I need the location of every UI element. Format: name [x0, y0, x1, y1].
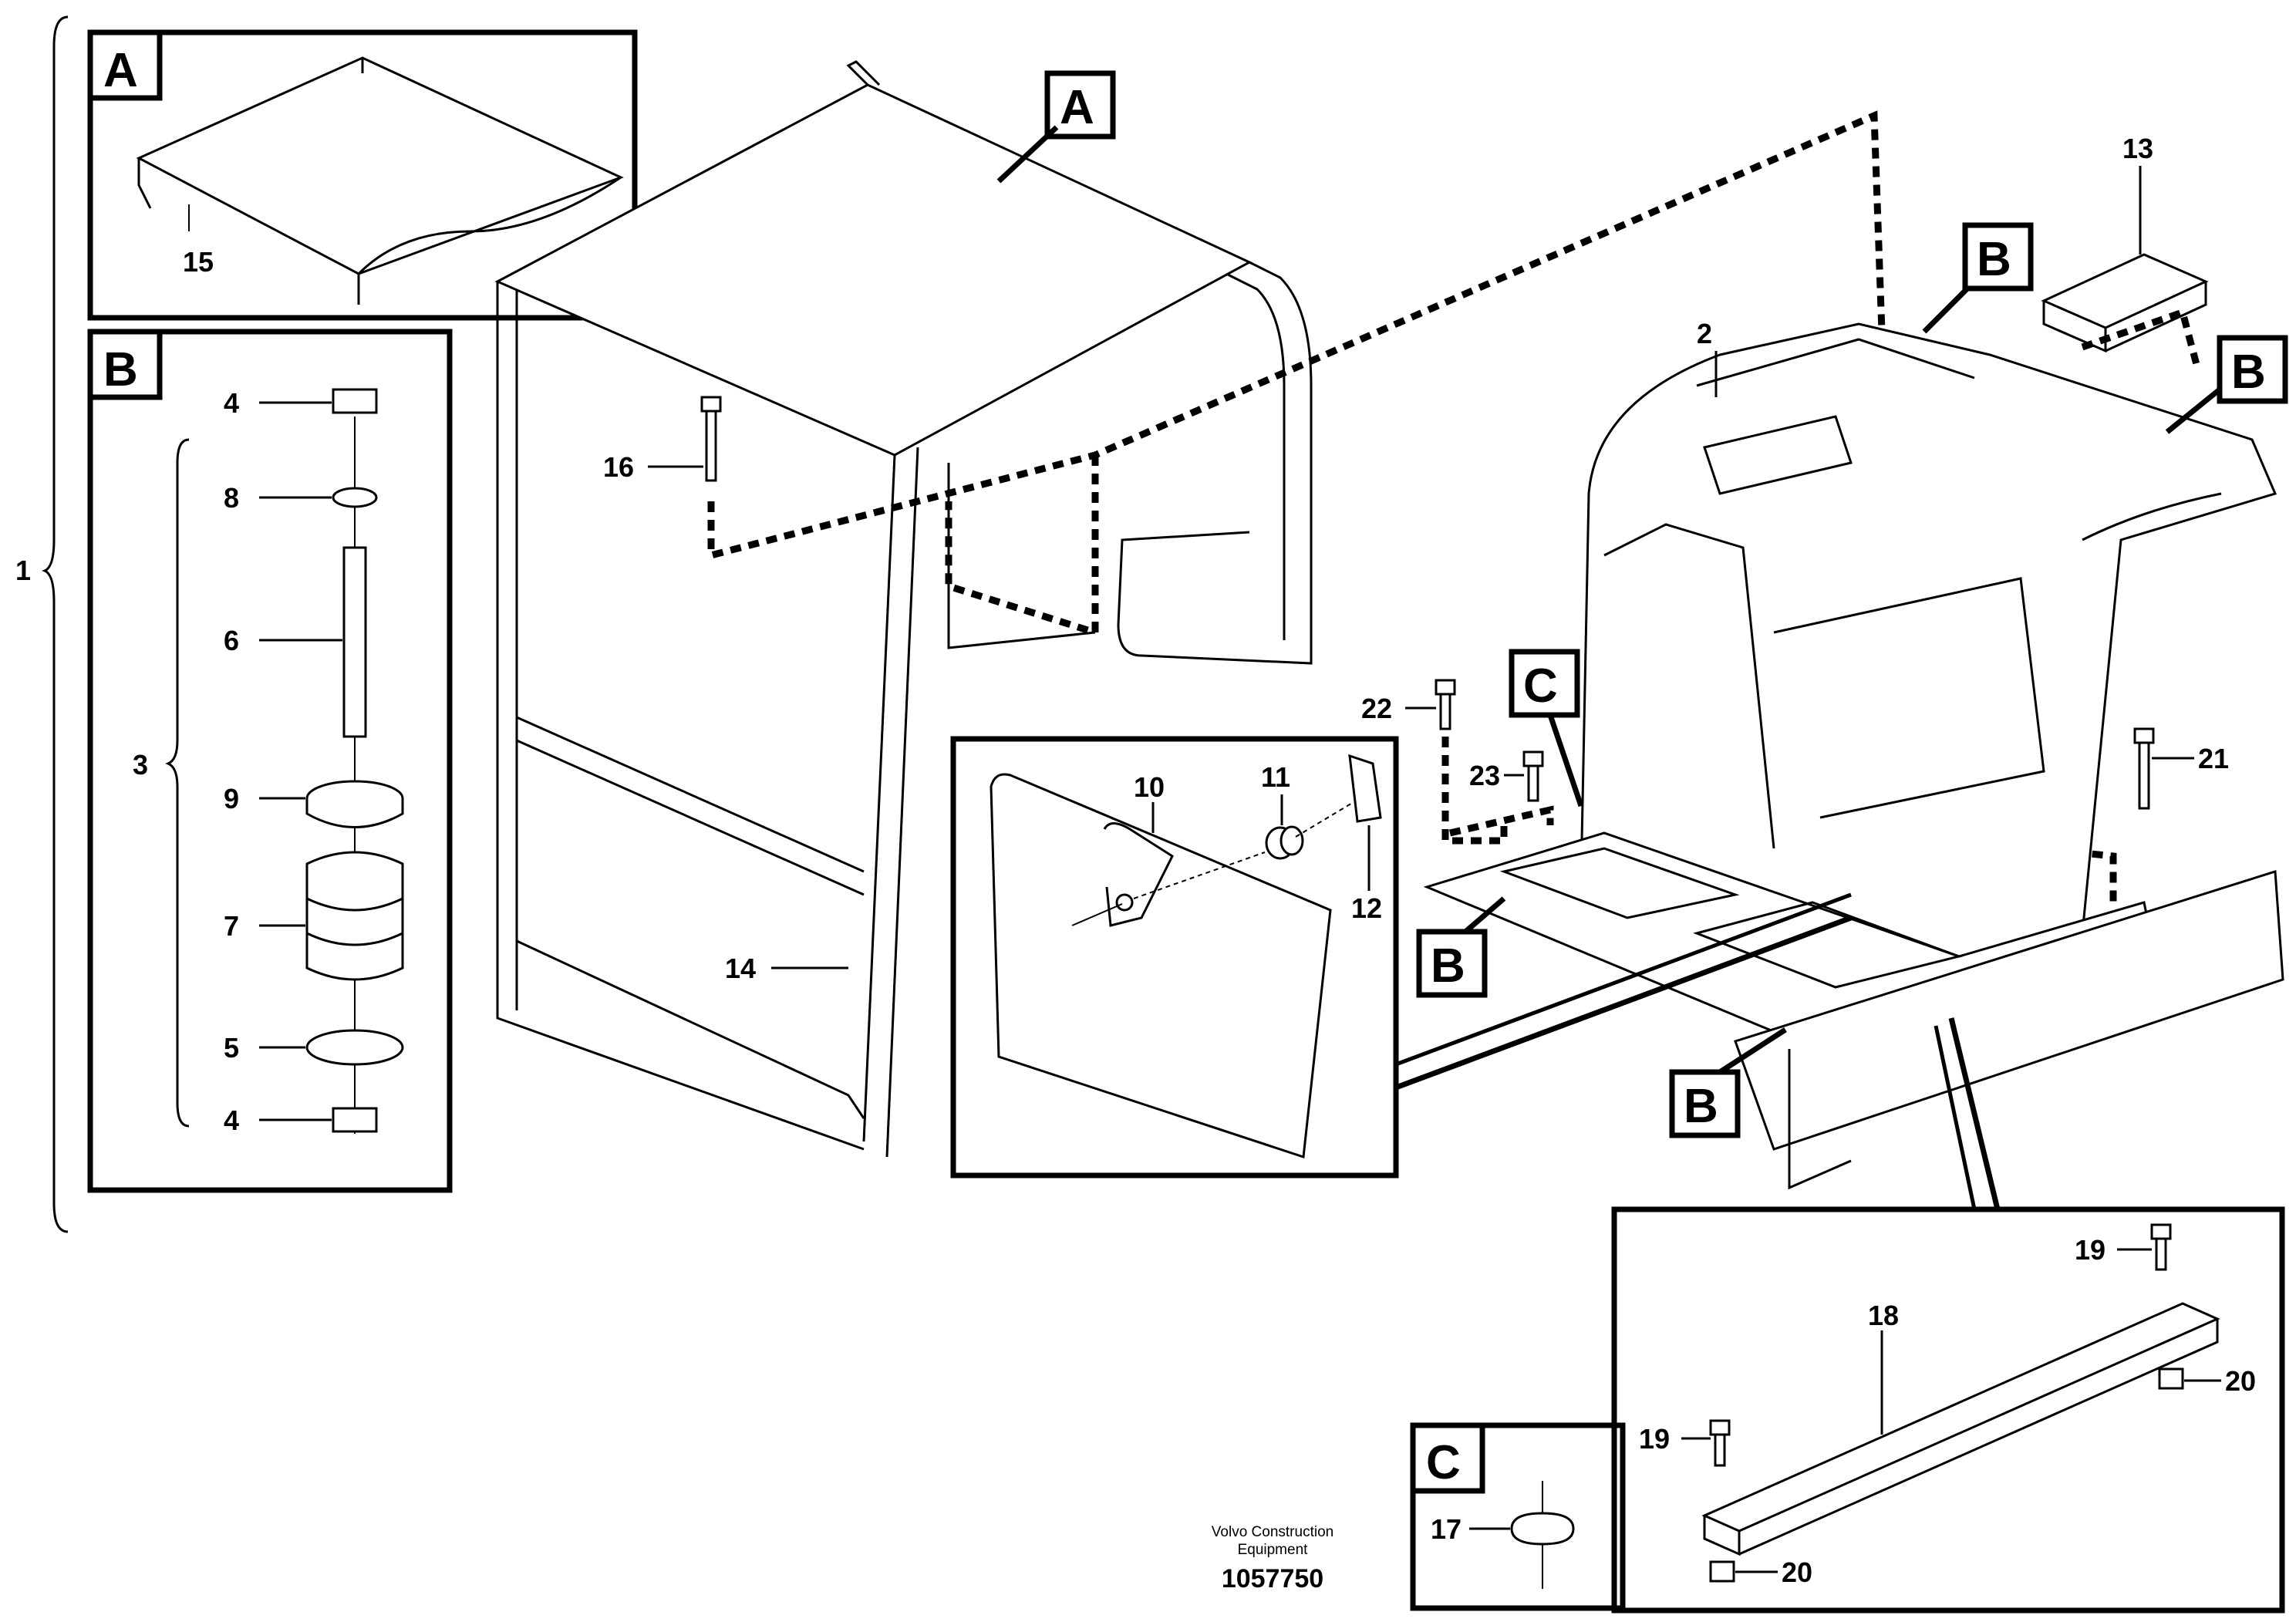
- canopy-frame: 14: [494, 60, 1313, 1158]
- part-label-20-top: 20: [2225, 1365, 2256, 1397]
- callout-a: A: [996, 70, 1116, 184]
- callout-b-bottom-letter: B: [1684, 1080, 1718, 1133]
- panel-b: B 3 4 8 6 9 7 5 4: [87, 329, 453, 1193]
- part-label-8: 8: [224, 482, 239, 514]
- cab-body: 2: [1580, 318, 2277, 996]
- callout-c: C: [1509, 649, 1584, 808]
- part-label-23: 23: [1469, 760, 1500, 791]
- part-label-10: 10: [1134, 771, 1165, 803]
- side-sill: [1734, 869, 2284, 1190]
- part-label-17: 17: [1431, 1513, 1462, 1545]
- panel-b-letter: B: [103, 343, 138, 396]
- part-label-4-bottom: 4: [224, 1104, 239, 1136]
- panel-strip-detail: 18 19 19 20 20: [1611, 1017, 2285, 1614]
- panel-a: A 15: [87, 29, 638, 321]
- bolt-23: 23: [1469, 750, 1544, 802]
- part-label-15: 15: [183, 246, 214, 278]
- part-label-11: 11: [1261, 761, 1290, 793]
- part-label-14: 14: [725, 953, 756, 984]
- callout-b-floor: B: [1416, 896, 1506, 998]
- panel-c: C 17: [1410, 1422, 1626, 1611]
- part-label-2: 2: [1697, 318, 1712, 349]
- assembly-brace-1: 1: [15, 15, 69, 1233]
- bolt-16: 16: [603, 396, 722, 483]
- part-label-18: 18: [1868, 1300, 1899, 1331]
- part-label-3: 3: [133, 749, 148, 781]
- footer: Volvo Construction Equipment 1057750: [1212, 1524, 1333, 1593]
- part-label-19-bottom: 19: [1639, 1423, 1670, 1455]
- callout-a-letter: A: [1060, 81, 1094, 134]
- callout-b-right: B: [2165, 335, 2288, 434]
- part-label-13: 13: [2122, 133, 2153, 164]
- panel-c-letter: C: [1426, 1436, 1461, 1489]
- part-label-22: 22: [1361, 693, 1392, 724]
- part-label-1: 1: [15, 555, 31, 586]
- bolt-22: 22: [1361, 679, 1508, 845]
- bracket-13: 13: [2041, 133, 2209, 353]
- part-label-16: 16: [603, 451, 634, 483]
- part-label-4-top: 4: [224, 387, 239, 419]
- panel-mat-detail: 10 11 12: [950, 736, 1853, 1179]
- drawing-number: 1057750: [1222, 1564, 1323, 1593]
- callout-b-bottom: B: [1669, 1027, 1787, 1138]
- callout-b-top: B: [1922, 222, 2034, 334]
- part-label-12: 12: [1351, 892, 1382, 924]
- footer-company-line2: Equipment: [1238, 1542, 1309, 1558]
- callout-b-top-letter: B: [1977, 233, 2011, 286]
- bolt-21: 21: [2133, 727, 2229, 810]
- callout-b-floor-letter: B: [1431, 939, 1465, 993]
- part-label-21: 21: [2198, 743, 2229, 774]
- panel-a-letter: A: [103, 44, 138, 97]
- part-label-5: 5: [224, 1032, 239, 1064]
- part-label-20-bottom: 20: [1782, 1556, 1812, 1588]
- callout-b-right-letter: B: [2231, 346, 2266, 399]
- part-label-9: 9: [224, 783, 239, 814]
- callout-c-letter: C: [1523, 659, 1558, 713]
- part-label-19-top: 19: [2075, 1234, 2106, 1266]
- footer-company-line1: Volvo Construction: [1212, 1524, 1333, 1540]
- part-label-7: 7: [224, 910, 239, 942]
- part-label-6: 6: [224, 625, 239, 656]
